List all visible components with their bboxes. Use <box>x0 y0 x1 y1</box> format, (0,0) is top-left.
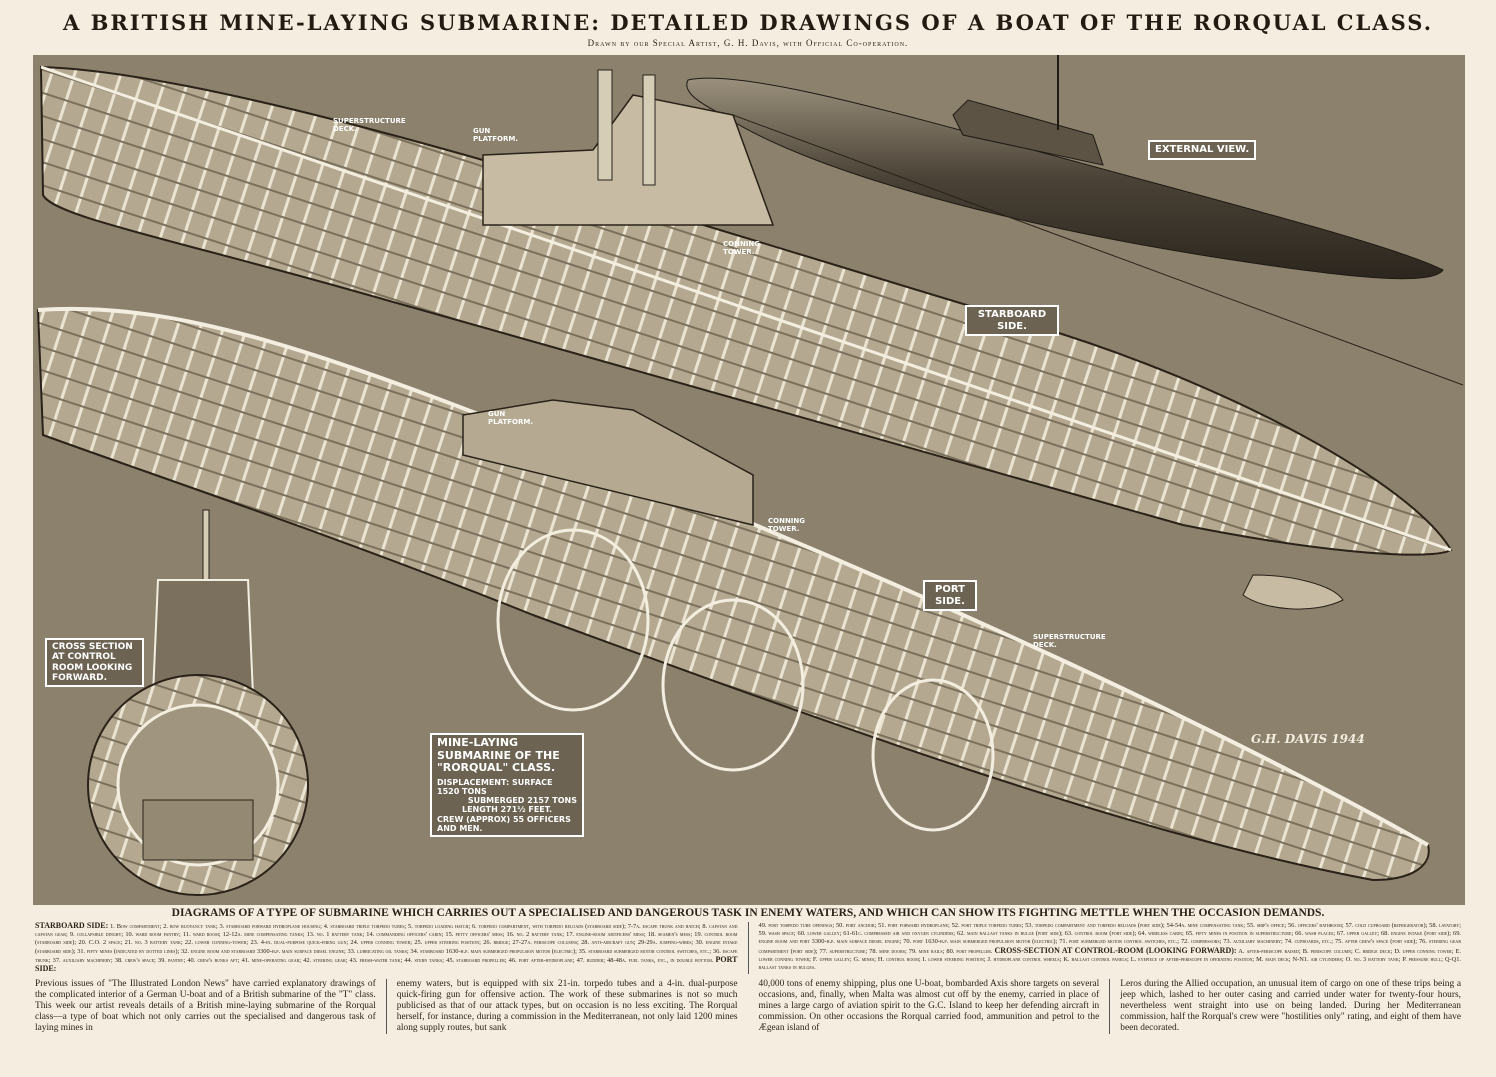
port-legend-label: PORT SIDE: <box>35 954 738 974</box>
info-box-title: MINE-LAYING SUBMARINE OF THE "RORQUAL" C… <box>437 736 560 775</box>
article-paragraph-4: Leros during the Allied occupation, an u… <box>1120 979 1461 1034</box>
cross-section-legend-text: A. after-periscope raised; B. periscope … <box>758 947 1462 972</box>
starboard-side-label: STARBOARD SIDE. <box>965 305 1059 336</box>
port-legend-text: 49. port torpedo tube openings; 50. port… <box>758 922 1462 955</box>
text-footer: DIAGRAMS OF A TYPE OF SUBMARINE WHICH CA… <box>35 907 1462 1035</box>
submarine-drawings <box>36 55 1464 896</box>
cross-section-legend-label: CROSS-SECTION AT CONTROL-ROOM (LOOKING F… <box>994 945 1237 955</box>
length-spec: LENGTH 271½ FEET. <box>461 805 553 815</box>
starboard-legend-text: 1. Bow compartment; 2. bow buoyancy tank… <box>35 923 738 964</box>
superstructure-deck-label: SUPERSTRUCTURE DECK. <box>1033 633 1106 650</box>
column-divider <box>385 979 387 1035</box>
article-paragraph-1: Previous issues of "The Illustrated Lond… <box>35 979 376 1034</box>
external-view-label: EXTERNAL VIEW. <box>1148 140 1257 160</box>
cross-section-drawing <box>87 509 309 896</box>
superstructure-deck-label: SUPERSTRUCTURE DECK. <box>333 117 406 134</box>
gun-platform-label: GUN PLATFORM. <box>488 410 533 427</box>
page-title: A BRITISH MINE-LAYING SUBMARINE: DETAILE… <box>62 10 1434 35</box>
displacement-submerged: SUBMERGED 2157 TONS <box>467 796 577 806</box>
artist-signature: G.H. DAVIS 1944 <box>1251 732 1365 746</box>
conning-tower-label: CONNING TOWER. <box>723 240 761 257</box>
column-gap <box>748 979 749 1034</box>
legend-column-right: 49. port torpedo tube openings; 50. port… <box>759 922 1462 972</box>
displacement-surface: DISPLACEMENT: SURFACE 1520 TONS <box>437 777 553 797</box>
legend-column-left: STARBOARD SIDE: 1. Bow compartment; 2. b… <box>35 921 738 974</box>
cross-section-label: CROSS SECTION AT CONTROL ROOM LOOKING FO… <box>45 638 144 688</box>
legend-row: STARBOARD SIDE: 1. Bow compartment; 2. b… <box>35 921 1462 975</box>
article-row: Previous issues of "The Illustrated Lond… <box>35 979 1461 1035</box>
port-side-cutaway <box>36 306 1430 882</box>
external-view-submarine <box>686 55 1444 280</box>
column-divider <box>1109 979 1111 1035</box>
article-paragraph-3: 40,000 tons of enemy shipping, plus one … <box>758 979 1100 1034</box>
section-heading: DIAGRAMS OF A TYPE OF SUBMARINE WHICH CA… <box>171 907 1325 919</box>
port-side-label: PORT SIDE. <box>923 580 977 611</box>
submarine-illustration: EXTERNAL VIEW. STARBOARD SIDE. PORT SIDE… <box>33 55 1465 905</box>
artist-credit: Drawn by our Special Artist, G. H. Davis… <box>587 38 909 48</box>
conning-tower-label: CONNING TOWER. <box>768 517 806 534</box>
crew-spec: CREW (APPROX) 55 OFFICERS AND MEN. <box>437 814 571 833</box>
starboard-legend-label: STARBOARD SIDE: <box>35 921 109 930</box>
column-divider <box>747 922 749 975</box>
starboard-side-cutaway <box>39 65 1453 610</box>
specification-box: MINE-LAYING SUBMARINE OF THE "RORQUAL" C… <box>430 733 584 838</box>
article-paragraph-2: enemy waters, but is equipped with six 2… <box>396 979 738 1034</box>
gun-platform-label: GUN PLATFORM. <box>473 127 518 144</box>
